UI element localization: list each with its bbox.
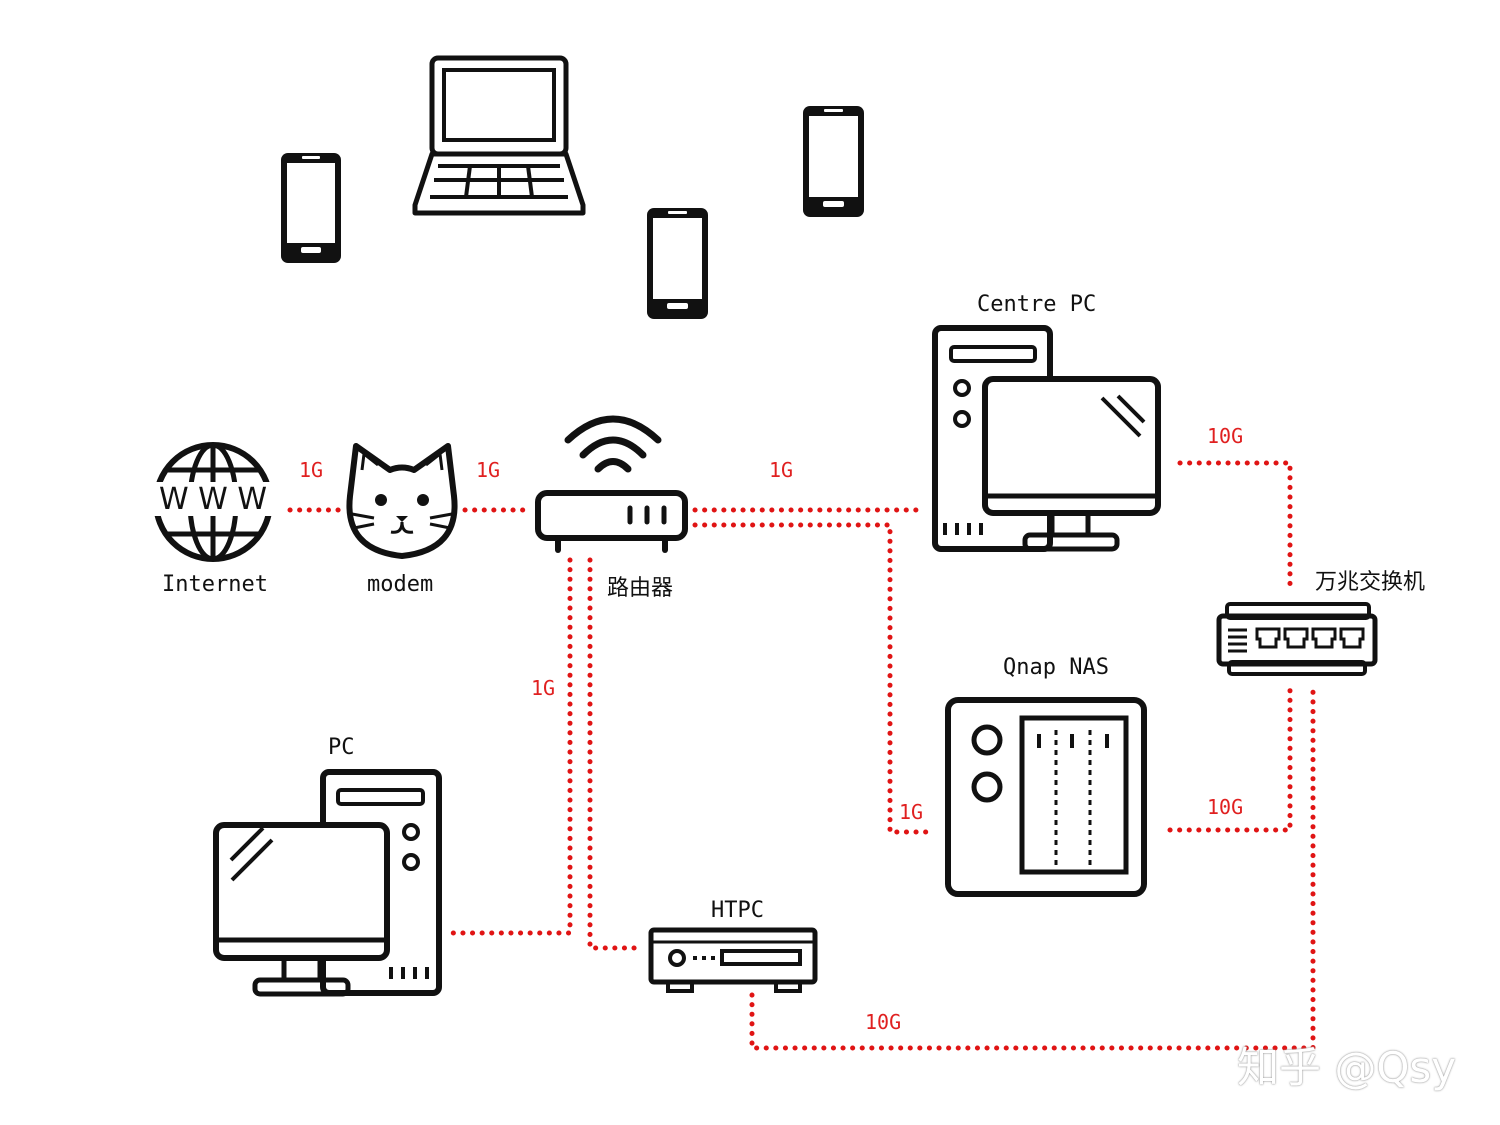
link-htpc-switch bbox=[749, 687, 1316, 1051]
cat-modem-icon bbox=[346, 443, 458, 559]
modem-label: modem bbox=[367, 572, 434, 597]
centre-pc-label: Centre PC bbox=[977, 292, 1097, 317]
link-centre-pc-switch bbox=[1177, 460, 1293, 593]
pc-label: PC bbox=[328, 735, 355, 760]
links bbox=[287, 460, 1316, 1051]
www-globe-icon: W W W bbox=[140, 442, 286, 562]
phone-icon bbox=[647, 208, 708, 319]
globe-www-text: W W W bbox=[159, 482, 267, 517]
speed-label-router-centre-pc: 1G bbox=[769, 458, 794, 482]
speed-label-router-pc: 1G bbox=[531, 676, 556, 700]
speed-label-modem-router: 1G bbox=[476, 458, 501, 482]
phone-icon bbox=[803, 106, 864, 217]
link-router-htpc bbox=[587, 557, 643, 951]
speed-label-internet-modem: 1G bbox=[299, 458, 324, 482]
speed-label-router-nas: 1G bbox=[899, 800, 924, 824]
link-nas-switch bbox=[1167, 687, 1293, 833]
network-switch-icon bbox=[1216, 602, 1378, 676]
phone-icon bbox=[281, 153, 341, 263]
link-router-nas bbox=[692, 522, 938, 835]
router-label: 路由器 bbox=[607, 576, 674, 601]
htpc-label: HTPC bbox=[711, 898, 764, 923]
watermark: 知乎 @Qsy bbox=[1237, 1043, 1457, 1092]
speed-label-nas-switch: 10G bbox=[1207, 795, 1244, 819]
internet-label: Internet bbox=[162, 572, 268, 597]
laptop-icon bbox=[412, 55, 586, 216]
nas-icon bbox=[945, 697, 1147, 897]
htpc-icon bbox=[648, 927, 818, 993]
switch-label: 万兆交换机 bbox=[1315, 570, 1426, 595]
link-router-pc bbox=[447, 557, 573, 936]
desktop-computer-icon bbox=[932, 325, 1161, 552]
desktop-computer-icon bbox=[213, 769, 442, 997]
nas-label: Qnap NAS bbox=[1003, 655, 1109, 680]
wifi-router-icon bbox=[535, 415, 688, 553]
speed-label-htpc-switch: 10G bbox=[865, 1010, 902, 1034]
speed-label-centre-pc-switch: 10G bbox=[1207, 424, 1244, 448]
